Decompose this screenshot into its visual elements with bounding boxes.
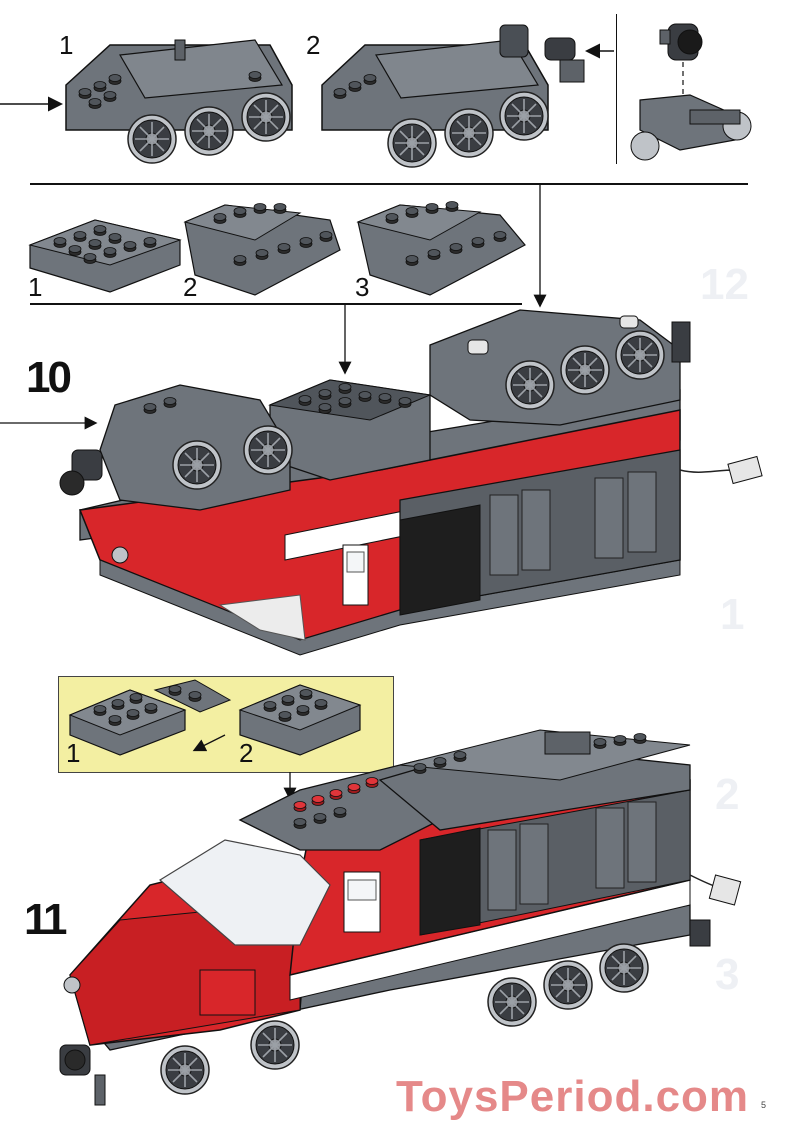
step-11-locomotive — [59, 729, 742, 1106]
inset-step-1-label: 1 — [66, 738, 81, 768]
inset-arrow — [192, 734, 226, 752]
bleed-through-number: 2 — [715, 770, 740, 819]
plate-3 — [356, 201, 526, 296]
divider-horizontal-1 — [30, 183, 748, 185]
divider-horizontal-2 — [30, 303, 522, 305]
plate-step-1-label: 1 — [28, 272, 43, 302]
plate-step-2-label: 2 — [183, 272, 198, 302]
page-number: 5 — [761, 1100, 767, 1110]
bleed-through-number: 12 — [700, 260, 749, 309]
bogie-assembly-2 — [321, 24, 585, 168]
sub-step-1-label: 1 — [59, 30, 74, 60]
bleed-through-number: 3 — [715, 950, 740, 999]
inset-plate-1 — [68, 679, 232, 756]
plate-2 — [183, 203, 341, 296]
bogie-assembly-1 — [65, 39, 293, 164]
divider-vertical — [616, 14, 617, 164]
watermark-text: ToysPeriod.com — [396, 1072, 750, 1121]
coupler-detail — [630, 23, 752, 161]
step-11-number: 11 — [24, 895, 67, 944]
step-10-locomotive — [59, 309, 763, 656]
plate-step-3-label: 3 — [355, 272, 370, 302]
plate-1 — [28, 219, 182, 293]
step-10-number: 10 — [26, 353, 72, 402]
bleed-through-number: 1 — [720, 590, 745, 639]
sub-step-2-label: 2 — [306, 30, 321, 60]
inset-step-2-label: 2 — [239, 738, 254, 768]
inset-plate-2 — [238, 684, 362, 756]
